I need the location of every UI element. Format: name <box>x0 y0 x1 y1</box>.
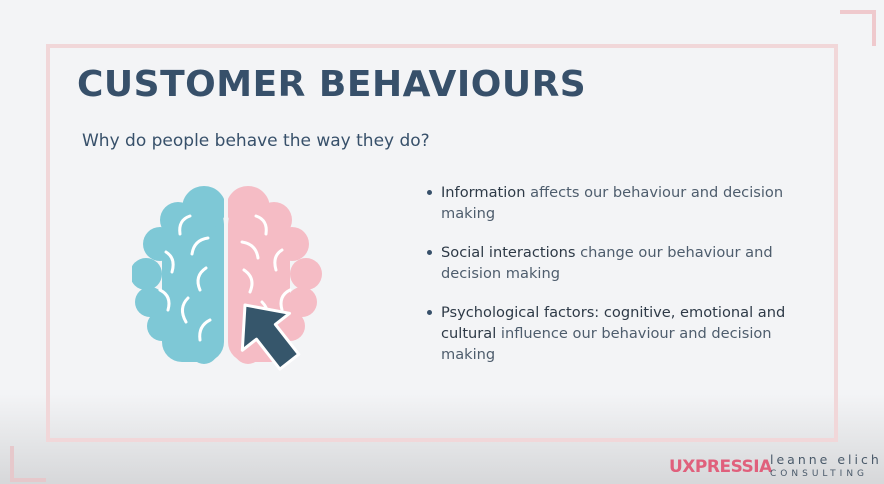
cursor-arrow-icon <box>240 303 301 371</box>
uxpressia-logo: UXPRESSIA <box>669 457 772 477</box>
list-item: Psychological factors: cognitive, emotio… <box>426 302 786 365</box>
leanne-elich-consulting-logo: leanne elich CONSULTING <box>770 452 882 479</box>
corner-bracket-bottom-left <box>10 446 46 482</box>
bullet-emphasis: Social interactions <box>441 244 576 261</box>
corner-bracket-top-right <box>840 10 876 46</box>
bullet-list: Information affects our behaviour and de… <box>426 182 786 383</box>
slide-subtitle: Why do people behave the way they do? <box>82 131 430 151</box>
bullet-text: change our behaviour and decision making <box>441 244 773 282</box>
bullet-text: affects our behaviour and decision makin… <box>441 184 784 222</box>
list-item: Information affects our behaviour and de… <box>426 182 786 224</box>
bullet-emphasis: Information <box>441 184 526 201</box>
bullet-emphasis: Psychological factors: cognitive, emotio… <box>441 304 786 342</box>
slide-frame <box>46 44 838 442</box>
logo-line-consulting: CONSULTING <box>770 469 869 479</box>
list-item: Social interactions change our behaviour… <box>426 242 786 284</box>
brain-icon <box>132 186 322 386</box>
logo-line-name: leanne elich <box>770 452 882 467</box>
slide-title: CUSTOMER BEHAVIOURS <box>77 64 587 105</box>
bullet-text: influence our behaviour and decision mak… <box>441 325 772 363</box>
